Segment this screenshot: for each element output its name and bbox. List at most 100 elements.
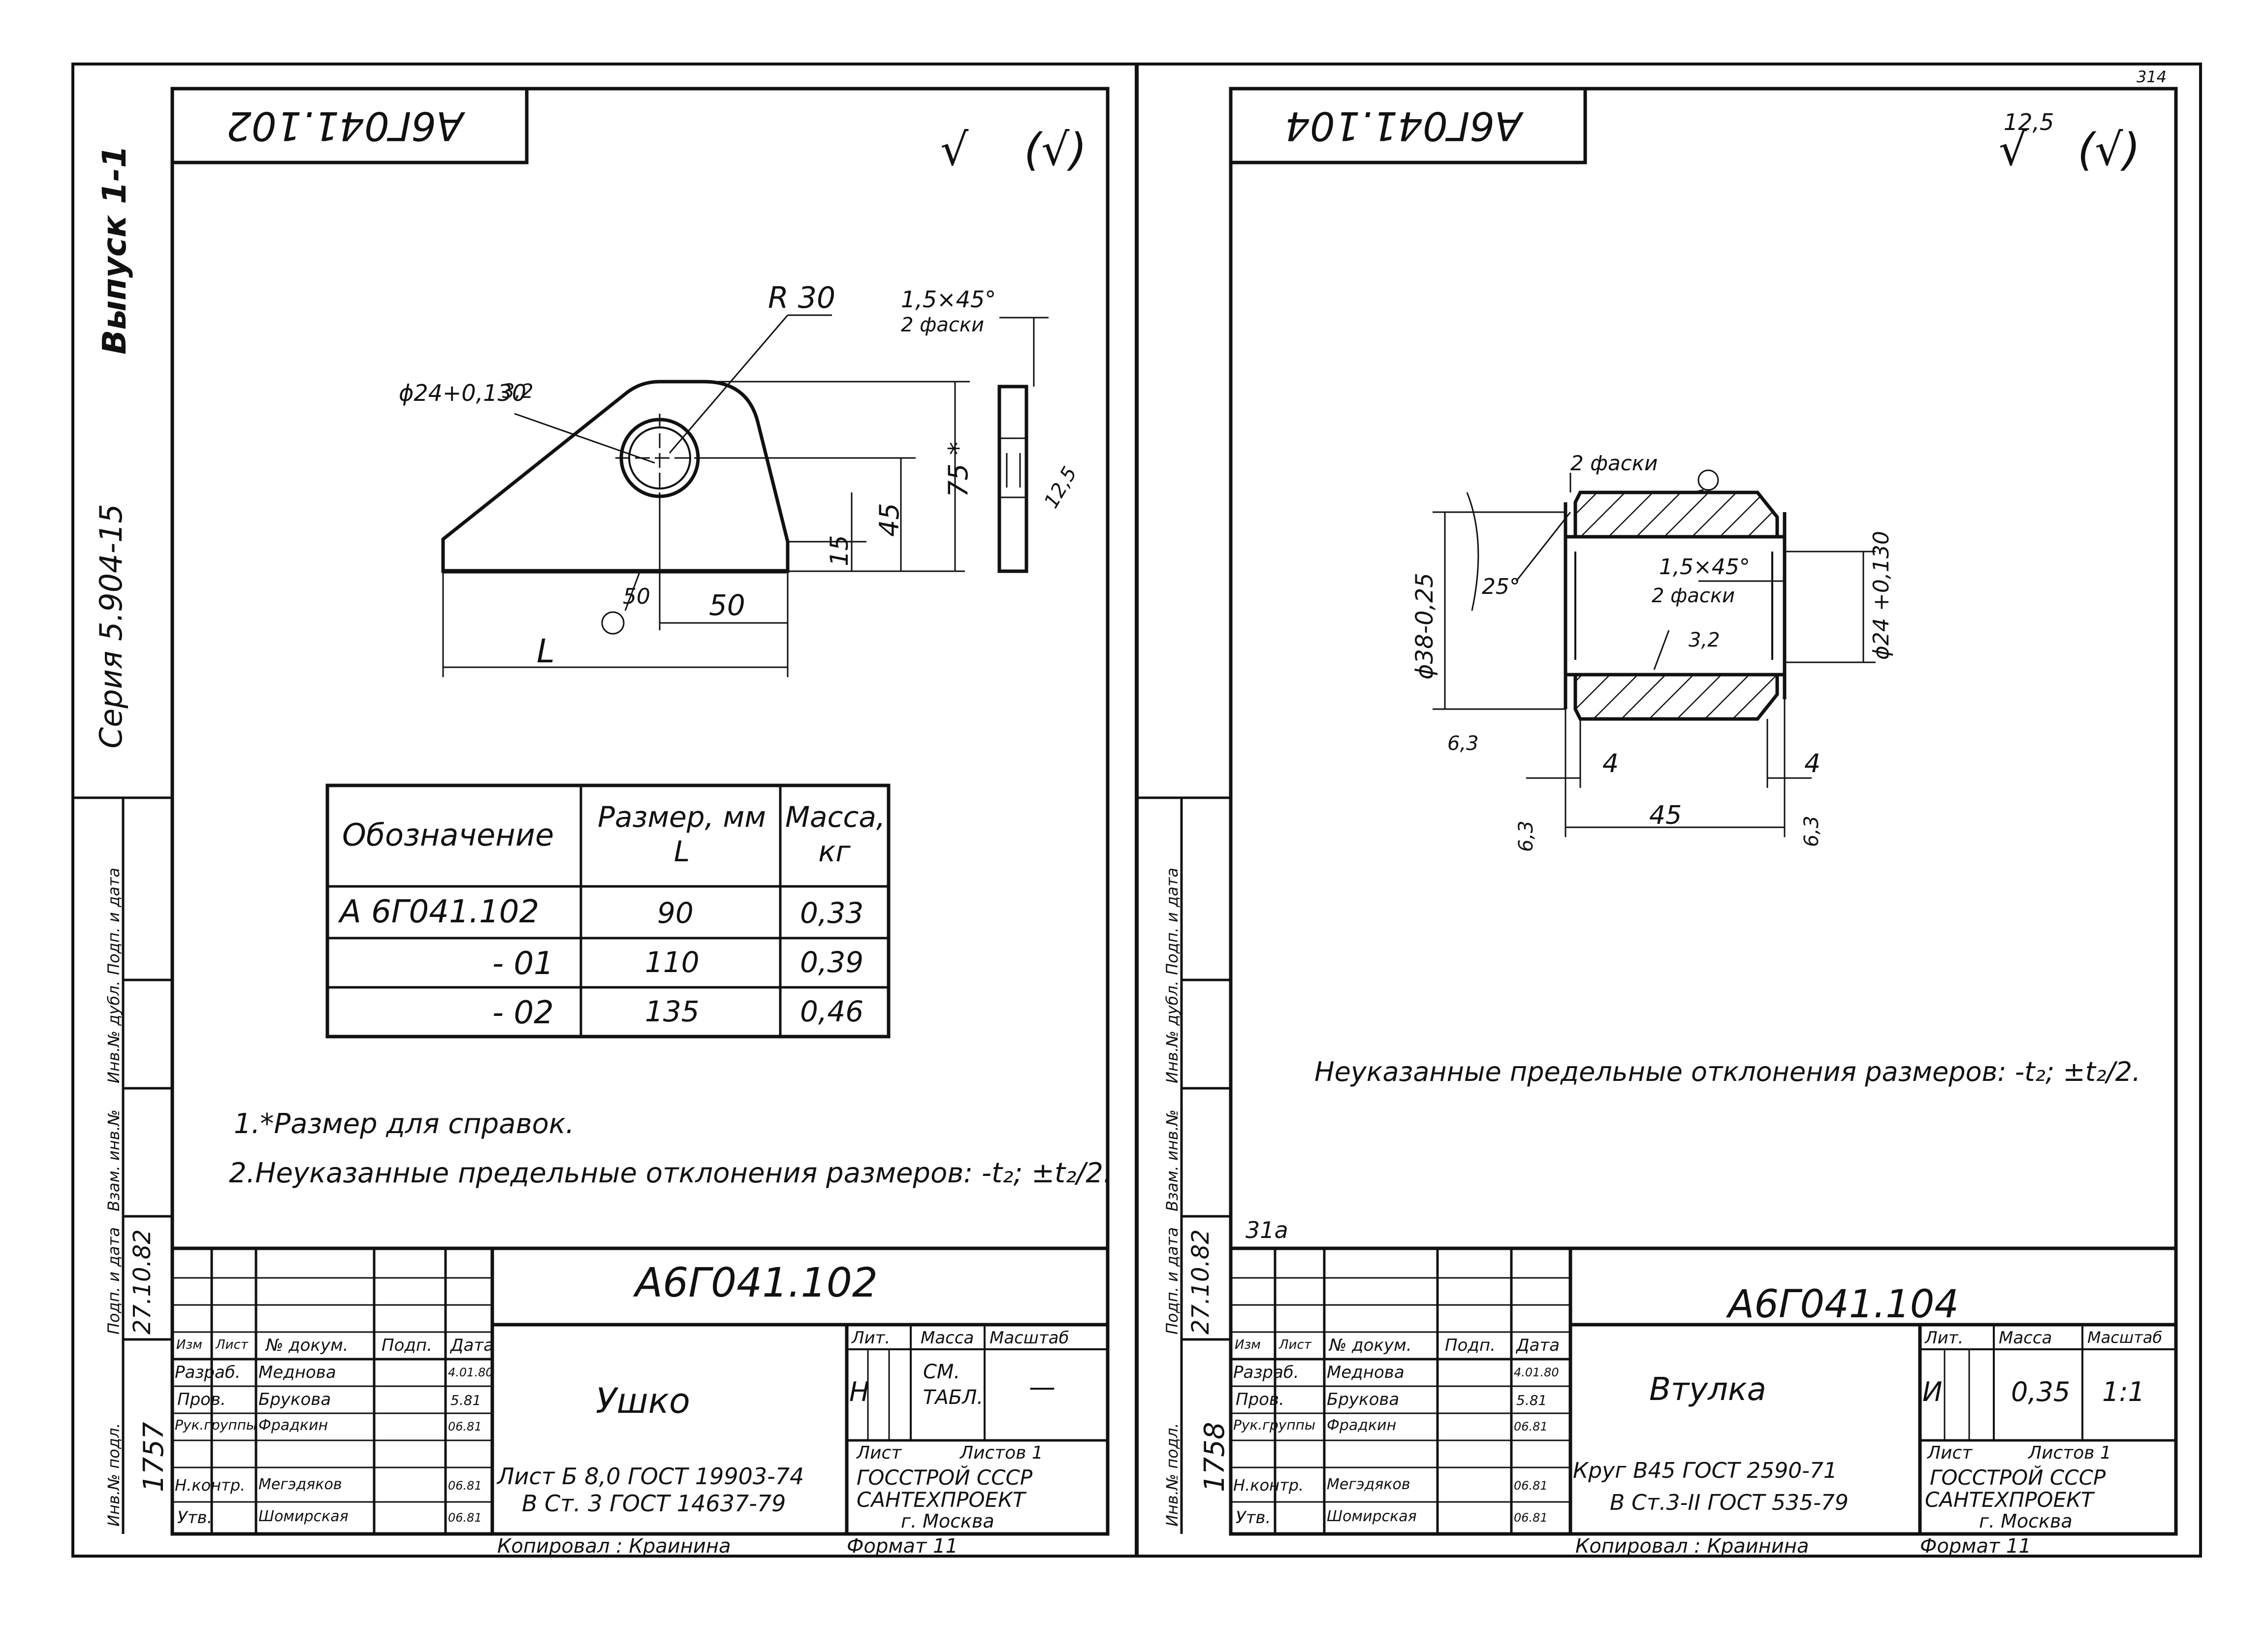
sheet2-date-1: 4.01.80 xyxy=(1514,1366,1559,1379)
sheet2-mark: 31а xyxy=(1246,1217,1288,1243)
sheet1-org-1: ГОССТРОЙ СССР xyxy=(857,1465,1033,1490)
sheet1-title-material-1: Лист Б 8,0 ГОСТ 19903-74 xyxy=(497,1463,804,1490)
sheet2-dim-angle: 25° xyxy=(1482,574,1520,599)
table-header-designation: Обозначение xyxy=(342,817,554,853)
table-row-1-l: 90 xyxy=(657,896,694,930)
sheet1-name-4: Мегэдяков xyxy=(258,1476,342,1493)
table-row-3-mass: 0,46 xyxy=(800,995,864,1028)
sheet2-mass: 0,35 xyxy=(2011,1376,2071,1407)
sheet1-col-doc: № докум. xyxy=(266,1335,349,1355)
sheet1-hdr-mass: Масса xyxy=(921,1328,974,1348)
left-inner-frame xyxy=(170,87,1110,1536)
sheet2-side-5: Подп. и дата xyxy=(1163,868,1182,975)
sheet2-name-2: Брукова xyxy=(1327,1390,1400,1409)
sheet2-dim-chamfer: 1,5×45° xyxy=(1659,554,1750,580)
bushing-lower-wall xyxy=(1573,673,1779,721)
sheet1-col-sign: Подп. xyxy=(382,1335,432,1355)
sheet2-roughness-mark: √ xyxy=(1999,124,2027,176)
sheet1-dim-15: 15 xyxy=(825,535,854,566)
sheet1-side-2: Подп. и дата xyxy=(104,1227,123,1335)
sheet2-inv-number: 1758 xyxy=(1199,1422,1231,1492)
series-label: Серия 5.904-15 xyxy=(93,504,129,749)
sheet1-col-date: Дата xyxy=(450,1335,494,1355)
sheet2-col-sign: Подп. xyxy=(1445,1335,1496,1355)
sheet2-dim-bore: ϕ24 +0,130 xyxy=(1869,531,1894,660)
table-header-mass: Масса, кг xyxy=(785,800,886,868)
sheet1-role-3: Рук.группы xyxy=(175,1417,257,1433)
sheet2-org-2: САНТЕХПРОЕКТ xyxy=(1925,1488,2094,1512)
sheet1-date-3: 06.81 xyxy=(448,1420,482,1433)
sheet1-mass: СМ. ТАБЛ. xyxy=(923,1361,984,1409)
sheet1-name-2: Брукова xyxy=(258,1390,331,1409)
sheet2-roughness-note: 12,5 xyxy=(2004,109,2054,135)
sheet1-date-5: 06.81 xyxy=(448,1511,482,1525)
sheet2-rough-b: 6,3 xyxy=(1515,820,1537,852)
sheet1-side-4: Инв.№ дубл. xyxy=(104,980,123,1083)
sheet1-inv-number: 1757 xyxy=(138,1422,170,1492)
sheet1-lit: Н xyxy=(849,1376,869,1407)
sheet1-copied: Копировал : Краинина xyxy=(497,1535,731,1558)
sheet2-roughness-paren: (√) xyxy=(2077,124,2140,176)
sheet2-sheet: Лист xyxy=(1927,1443,1973,1463)
sheet1-dim-rough-50: 50 xyxy=(623,584,650,609)
sheet2-col-list: Лист xyxy=(1279,1337,1311,1352)
sheet2-date-stamp: 27.10.82 xyxy=(1187,1229,1214,1335)
sheet1-format: Формат 11 xyxy=(847,1535,958,1558)
sheet2-lit: И xyxy=(1922,1376,1943,1407)
sheet2-sheets: Листов 1 xyxy=(2028,1443,2111,1463)
sheet2-role-4: Н.контр. xyxy=(1233,1476,1304,1495)
sheet1-dim-45: 45 xyxy=(874,503,905,537)
sheet2-col-doc: № докум. xyxy=(1329,1335,1412,1355)
sheet2-side-1: Инв.№ подл. xyxy=(1163,1423,1182,1527)
sheet2-title-material-1: Круг В45 ГОСТ 2590-71 xyxy=(1573,1458,1838,1483)
sheet2-hdr-scale: Масштаб xyxy=(2087,1328,2163,1347)
sheet2-copied: Копировал : Краинина xyxy=(1575,1535,1809,1558)
sheet2-date-4: 06.81 xyxy=(1514,1479,1548,1493)
sheet1-dim-bore: ϕ24+0,130 xyxy=(399,380,527,406)
sheet2-role-3: Рук.группы xyxy=(1233,1417,1316,1433)
sheet1-date-1: 4.01.80 xyxy=(448,1366,493,1379)
sheet1-scale: — xyxy=(1029,1371,1055,1402)
table-row-2-mass: 0,39 xyxy=(800,945,864,979)
sheet1-name-5: Шомирская xyxy=(258,1508,349,1525)
table-row-1-mass: 0,33 xyxy=(800,896,864,930)
sheet1-name-3: Фрадкин xyxy=(258,1417,328,1434)
sheet1-role-5: Утв. xyxy=(177,1508,213,1528)
sheet1-note-1: 1.*Размер для справок. xyxy=(234,1108,575,1140)
sheet1-role-2: Пров. xyxy=(177,1390,226,1409)
sheet2-dim-chamfer-count-b: 2 фаски xyxy=(1652,585,1735,607)
sheet1-name-1: Меднова xyxy=(258,1363,336,1382)
sheet1-col-list: Лист xyxy=(216,1337,248,1352)
sheet2-org-3: г. Москва xyxy=(1979,1510,2073,1532)
right-outer-frame xyxy=(1136,63,2202,1558)
sheet2-name-3: Фрадкин xyxy=(1327,1417,1397,1434)
table-header-size: Размер, мм L xyxy=(598,800,766,868)
sheet1-date-stamp: 27.10.82 xyxy=(128,1229,156,1335)
sheet2-note: Неуказанные предельные отклонения размер… xyxy=(1314,1056,2141,1087)
sheet1-sheets: Листов 1 xyxy=(960,1443,1043,1463)
sheet2-side-2: Подп. и дата xyxy=(1163,1227,1182,1335)
sheet1-title-name: Ушко xyxy=(596,1381,690,1421)
sheet2-col-izm: Изм xyxy=(1235,1337,1261,1352)
sheet1-org-3: г. Москва xyxy=(901,1510,994,1532)
sheet1-roughness-mark: √ xyxy=(940,124,969,176)
sheet2-format: Формат 11 xyxy=(1920,1535,2031,1558)
sheet2-hdr-mass: Масса xyxy=(1999,1328,2052,1348)
sheet2-title-code: А6Г041.104 xyxy=(1728,1282,1959,1327)
table-row-2-l: 110 xyxy=(645,945,700,979)
sheet1-roughness-note: (√) xyxy=(1024,124,1087,176)
table-row-1-code: А 6Г041.102 xyxy=(340,894,540,930)
table-row-3-l: 135 xyxy=(645,995,700,1028)
sheet2-page-mark: 314 xyxy=(2137,67,2167,86)
sheet2-rough-a: 6,3 xyxy=(1447,732,1479,755)
ear-side-view xyxy=(997,385,1028,573)
sheet2-role-5: Утв. xyxy=(1236,1508,1271,1528)
sheet2-rough-c: 6,3 xyxy=(1800,815,1823,847)
sheet1-date-4: 06.81 xyxy=(448,1479,482,1493)
sheet1-title-code: А6Г041.102 xyxy=(635,1260,878,1306)
right-inner-frame xyxy=(1229,87,2178,1536)
sheet2-dim-4a: 4 xyxy=(1602,749,1619,779)
sheet1-note-2: 2.Неуказанные предельные отклонения разм… xyxy=(229,1157,1112,1189)
sheet1-hdr-scale: Масштаб xyxy=(990,1328,1069,1348)
